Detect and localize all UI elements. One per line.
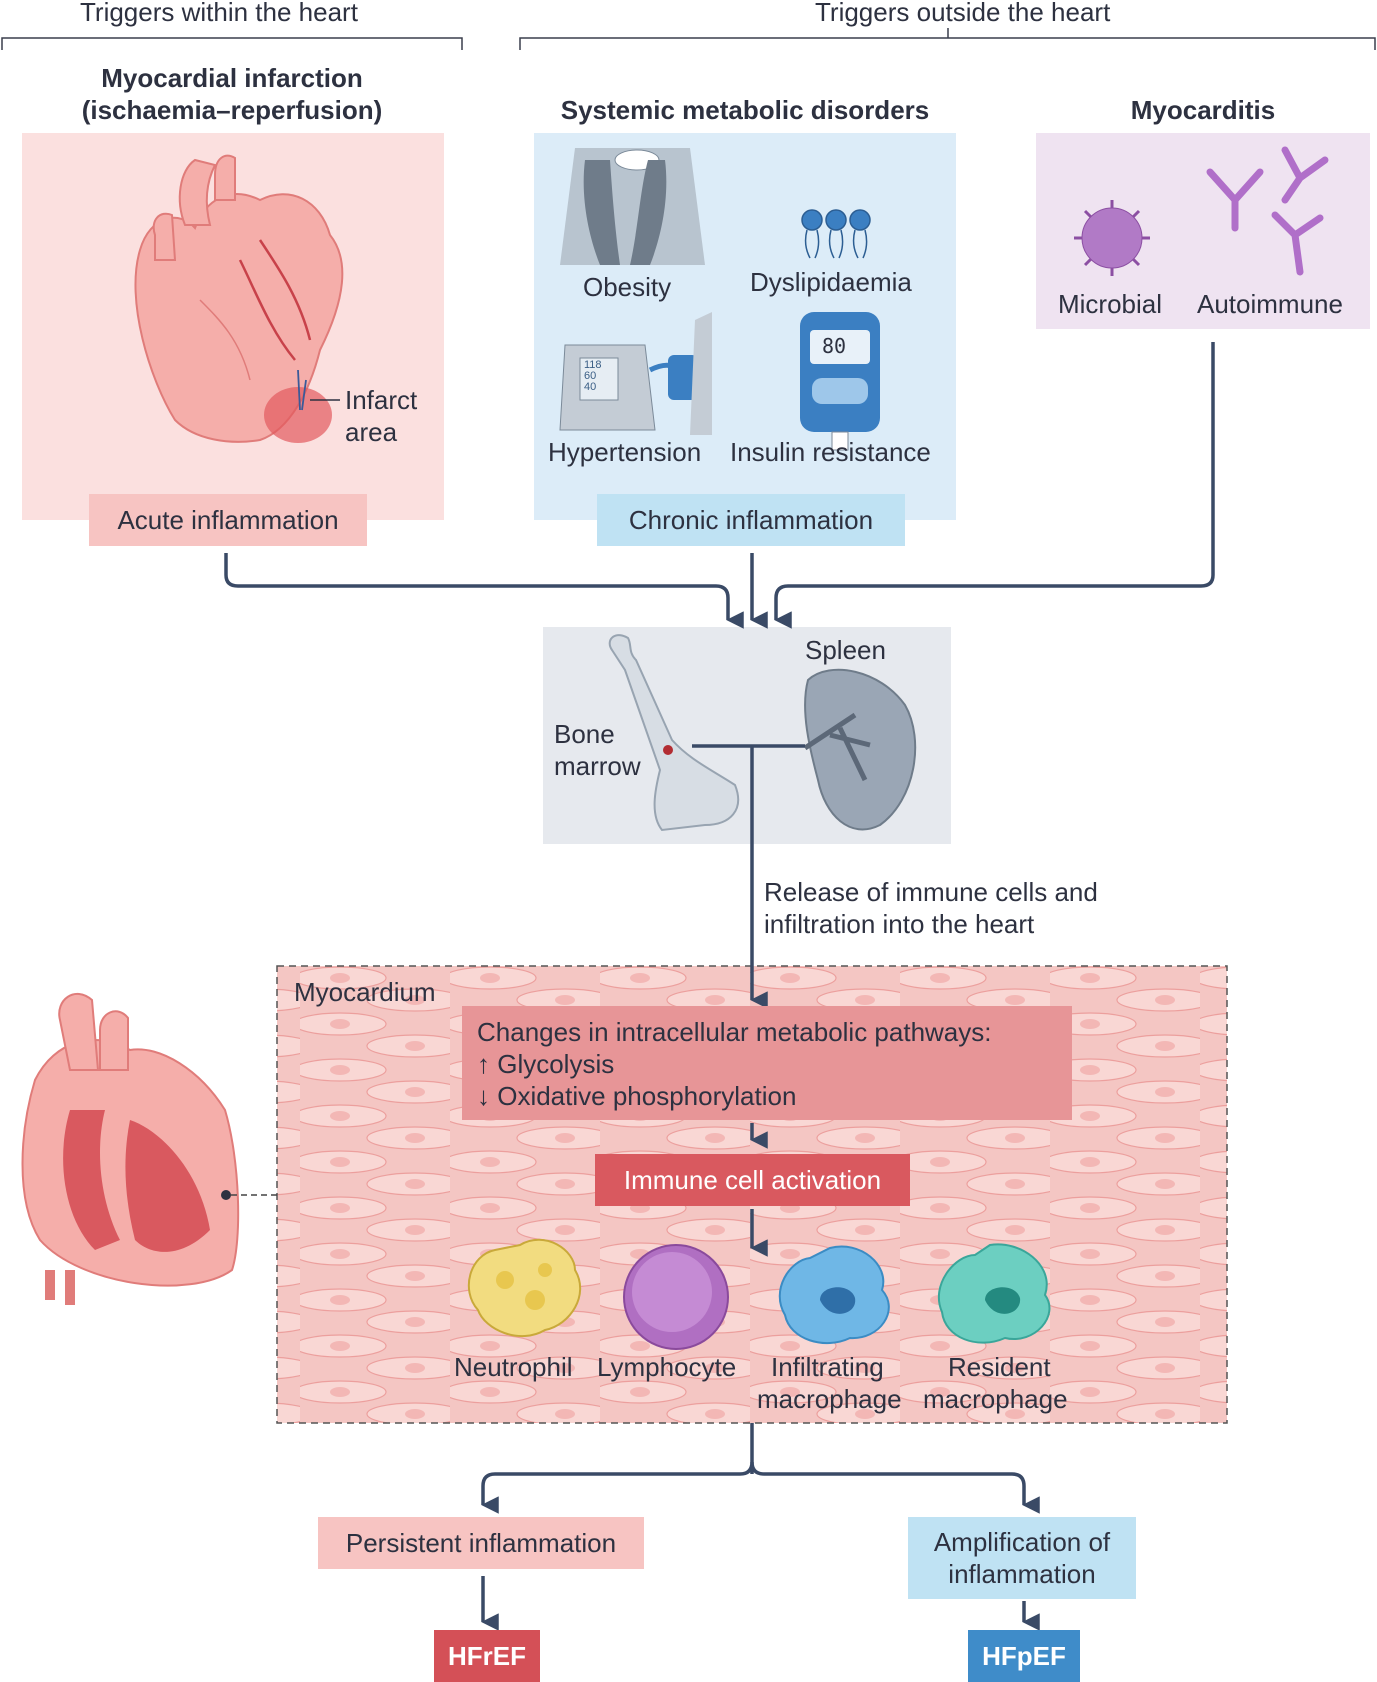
antibody-icon [1206, 146, 1329, 276]
dyslipidaemia-label: Dyslipidaemia [750, 267, 912, 297]
bp-monitor-icon [559, 312, 712, 435]
pathway-line3: ↓ Oxidative phosphorylation [477, 1081, 797, 1111]
lymphocyte-label: Lymphocyte [597, 1352, 737, 1382]
persistent-inflammation-tag: Persistent inflammation [318, 1517, 644, 1569]
mi-title-line2: (ischaemia–reperfusion) [81, 95, 383, 125]
myocardium-label: Myocardium [294, 977, 436, 1007]
microbial-label: Microbial [1058, 289, 1163, 319]
infiltrating-macrophage-icon [778, 1245, 890, 1345]
immune-activation-box: Immune cell activation [595, 1154, 910, 1206]
flow-arrows [224, 342, 1215, 1631]
hfpef-box: HFpEF [968, 1630, 1080, 1682]
mi-title-line1: Myocardial infarction [101, 63, 363, 93]
bone-marrow-label-line1: Bone [554, 719, 615, 749]
lymphocyte-icon [623, 1244, 729, 1350]
virus-icon [1074, 200, 1150, 276]
insulin-resistance-label: Insulin resistance [730, 437, 931, 467]
pathway-box [462, 1006, 1072, 1120]
acute-inflammation-tag: Acute inflammation [89, 494, 367, 546]
pathway-line2: ↑ Glycolysis [477, 1049, 615, 1079]
glucose-reading: 80 [822, 334, 847, 358]
release-line2: infiltration into the heart [764, 909, 1035, 939]
infarct-label-line1: Infarct [345, 385, 418, 415]
hfref-box: HFrEF [434, 1630, 540, 1682]
bp-pulse: 40 [584, 381, 597, 393]
bp-systolic: 118 [584, 359, 602, 371]
neutrophil-icon [468, 1238, 582, 1338]
bone-icon [608, 634, 740, 832]
amplification-tag [908, 1517, 1136, 1599]
glucose-meter-icon [800, 312, 880, 451]
autoimmune-label: Autoimmune [1197, 289, 1343, 319]
metabolic-title: Systemic metabolic disorders [560, 95, 930, 125]
hypertension-label: Hypertension [548, 437, 702, 467]
heart-illustration-icon [134, 154, 344, 443]
heart-cross-section-icon [21, 993, 277, 1305]
obesity-label: Obesity [583, 272, 672, 302]
resident-macrophage-suffix: macrophage [923, 1384, 1068, 1414]
myocarditis-title: Myocarditis [1130, 95, 1276, 125]
pathway-line1: Changes in intracellular metabolic pathw… [477, 1017, 992, 1047]
neutrophil-label: Neutrophil [454, 1352, 573, 1382]
resident-macrophage-icon [937, 1243, 1051, 1344]
bp-reading: 118 60 40 [584, 360, 602, 393]
left-bracket [1, 37, 463, 50]
left-trigger-label: Triggers within the heart [80, 0, 358, 27]
lipid-icon [801, 209, 871, 259]
right-trigger-label: Triggers outside the heart [815, 0, 1111, 27]
spleen-icon [803, 668, 917, 831]
amplification-line1: Amplification of [933, 1527, 1111, 1557]
scale-icon [560, 148, 705, 265]
bp-diastolic: 60 [584, 370, 597, 382]
spleen-label: Spleen [805, 635, 886, 665]
amplification-line2: inflammation [948, 1559, 1096, 1589]
infiltrating-macrophage-suffix: macrophage [757, 1384, 902, 1414]
bone-marrow-label-line2: marrow [554, 751, 641, 781]
right-bracket [519, 28, 1376, 50]
resident-label: Resident [948, 1352, 1051, 1382]
infiltrating-label: Infiltrating [771, 1352, 884, 1382]
infarct-label-line2: area [345, 417, 398, 447]
release-line1: Release of immune cells and [764, 877, 1098, 907]
chronic-inflammation-tag: Chronic inflammation [597, 494, 905, 546]
